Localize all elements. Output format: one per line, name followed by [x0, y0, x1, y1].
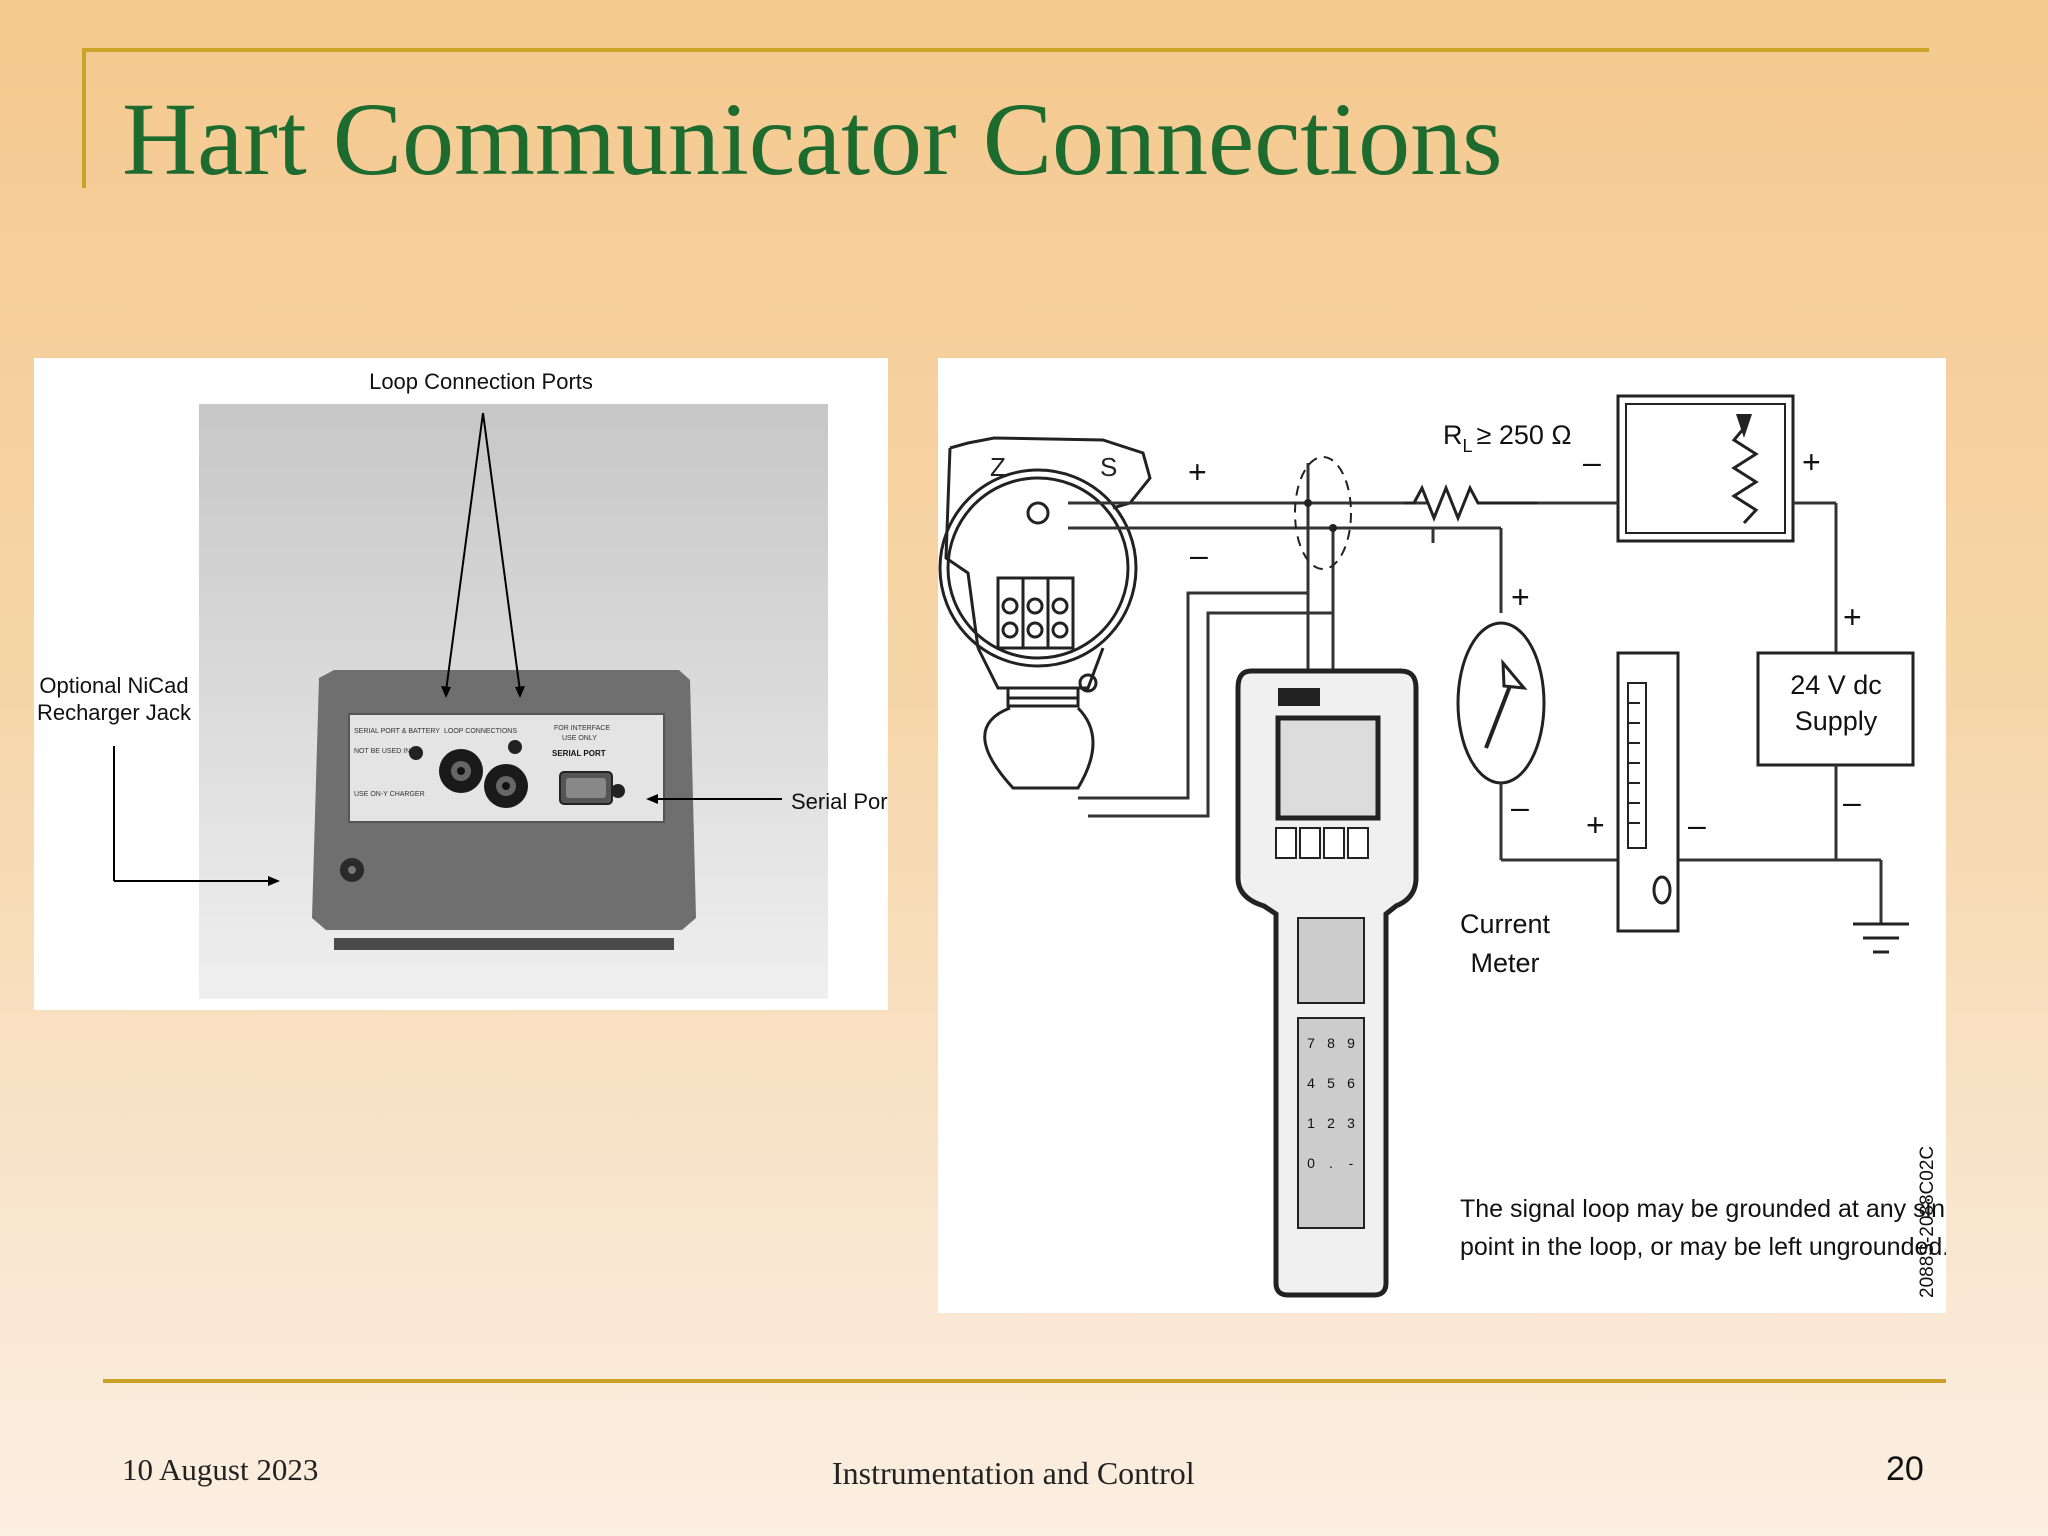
svg-text:0: 0: [1307, 1155, 1315, 1171]
transmitter-housing: [949, 436, 1152, 510]
hart-connection-circle: [1294, 456, 1352, 570]
minus-sign: –: [1190, 537, 1208, 573]
slide-title: Hart Communicator Connections: [122, 82, 1503, 197]
svg-text:4: 4: [1307, 1075, 1315, 1091]
meter-label-line2: Meter: [1470, 948, 1539, 978]
serial-port-label: Serial Port: [791, 789, 888, 814]
device-text: SERIAL PORT & BATTERY: [354, 728, 440, 735]
current-meter: [1456, 621, 1546, 785]
resistor-label: RL≥ 250 Ω: [1443, 420, 1572, 456]
transmitter-sensor-body: [983, 706, 1095, 790]
recharger-jack-label-line2: Recharger Jack: [37, 700, 192, 725]
device-text: SERIAL PORT: [552, 749, 606, 758]
communicator-screen: [1275, 715, 1381, 821]
figure-code: 2088S-2088C02C: [1917, 1146, 1938, 1298]
plus-sign: +: [1586, 807, 1605, 843]
grounding-note-line1: The signal loop may be grounded at any s…: [1460, 1195, 1946, 1223]
device-text: USE ONLY: [562, 735, 597, 742]
terminal-block: [996, 576, 1075, 650]
receiver-box: [1616, 394, 1795, 543]
plus-sign: +: [1188, 454, 1207, 490]
supply-label-line2: Supply: [1795, 706, 1878, 736]
svg-text:6: 6: [1347, 1075, 1355, 1091]
svg-text:S: S: [1100, 452, 1117, 482]
minus-sign: –: [1688, 807, 1706, 843]
loop-connection-ports-label: Loop Connection Ports: [369, 369, 593, 394]
communicator-leads: [1306, 463, 1335, 678]
device-text: LOOP CONNECTIONS: [444, 728, 517, 735]
svg-text:2: 2: [1327, 1115, 1335, 1131]
hart-device-photo: SERIAL PORT & BATTERY LOOP CONNECTIONS F…: [37, 369, 888, 999]
svg-text:3: 3: [1347, 1115, 1355, 1131]
arrow-port-left: [445, 412, 484, 692]
wiring-diagram: Z S 2 4: [938, 394, 1946, 1298]
supply-label-line1: 24 V dc: [1790, 670, 1882, 700]
wiring-diagram-panel: Z S 2 4: [938, 358, 1946, 1313]
svg-text:-: -: [1349, 1155, 1354, 1171]
footer-center-text: Instrumentation and Control: [832, 1455, 1195, 1491]
hart-device-photo-panel: SERIAL PORT & BATTERY LOOP CONNECTIONS F…: [34, 358, 888, 1010]
svg-text:9: 9: [1347, 1035, 1355, 1051]
svg-text:Z: Z: [990, 452, 1006, 482]
svg-text:7: 7: [1307, 1035, 1315, 1051]
title-side-rule: [82, 48, 86, 188]
grounding-note-line2: point in the loop, or may be left ungrou…: [1460, 1233, 1946, 1261]
plus-sign: +: [1802, 444, 1821, 480]
transmitter-terminal-ring: [938, 468, 1138, 668]
minus-sign: –: [1583, 444, 1601, 480]
plus-sign: +: [1843, 599, 1862, 635]
communicator-arrow-keys: [1297, 917, 1365, 1004]
minus-sign: –: [1843, 784, 1861, 820]
recharger-jack-label-line1: Optional NiCad: [39, 673, 188, 698]
page-number: 20: [1886, 1450, 1924, 1488]
footer-date: 10 August 2023: [122, 1452, 319, 1487]
svg-text:.: .: [1329, 1155, 1333, 1171]
footer-rule: [103, 1379, 1946, 1383]
device-text: NOT BE USED IN: [354, 748, 410, 755]
plus-sign: +: [1511, 579, 1530, 615]
meter-label-line1: Current: [1460, 909, 1551, 939]
arrow-port-right: [482, 412, 521, 692]
device-text: USE ON-Y CHARGER: [354, 791, 425, 798]
svg-text:8: 8: [1327, 1035, 1335, 1051]
supply-box: [1756, 651, 1915, 767]
svg-text:1: 1: [1307, 1115, 1315, 1131]
top-rule: [84, 48, 1929, 52]
device-text: FOR INTERFACE: [554, 725, 610, 732]
communicator-logo: [1278, 688, 1320, 706]
svg-text:5: 5: [1327, 1075, 1335, 1091]
load-resistor: [1404, 483, 1538, 523]
minus-sign: –: [1511, 789, 1529, 825]
potentiometer-symbol: [1731, 416, 1759, 525]
communicator-keypad: [1297, 1017, 1365, 1229]
